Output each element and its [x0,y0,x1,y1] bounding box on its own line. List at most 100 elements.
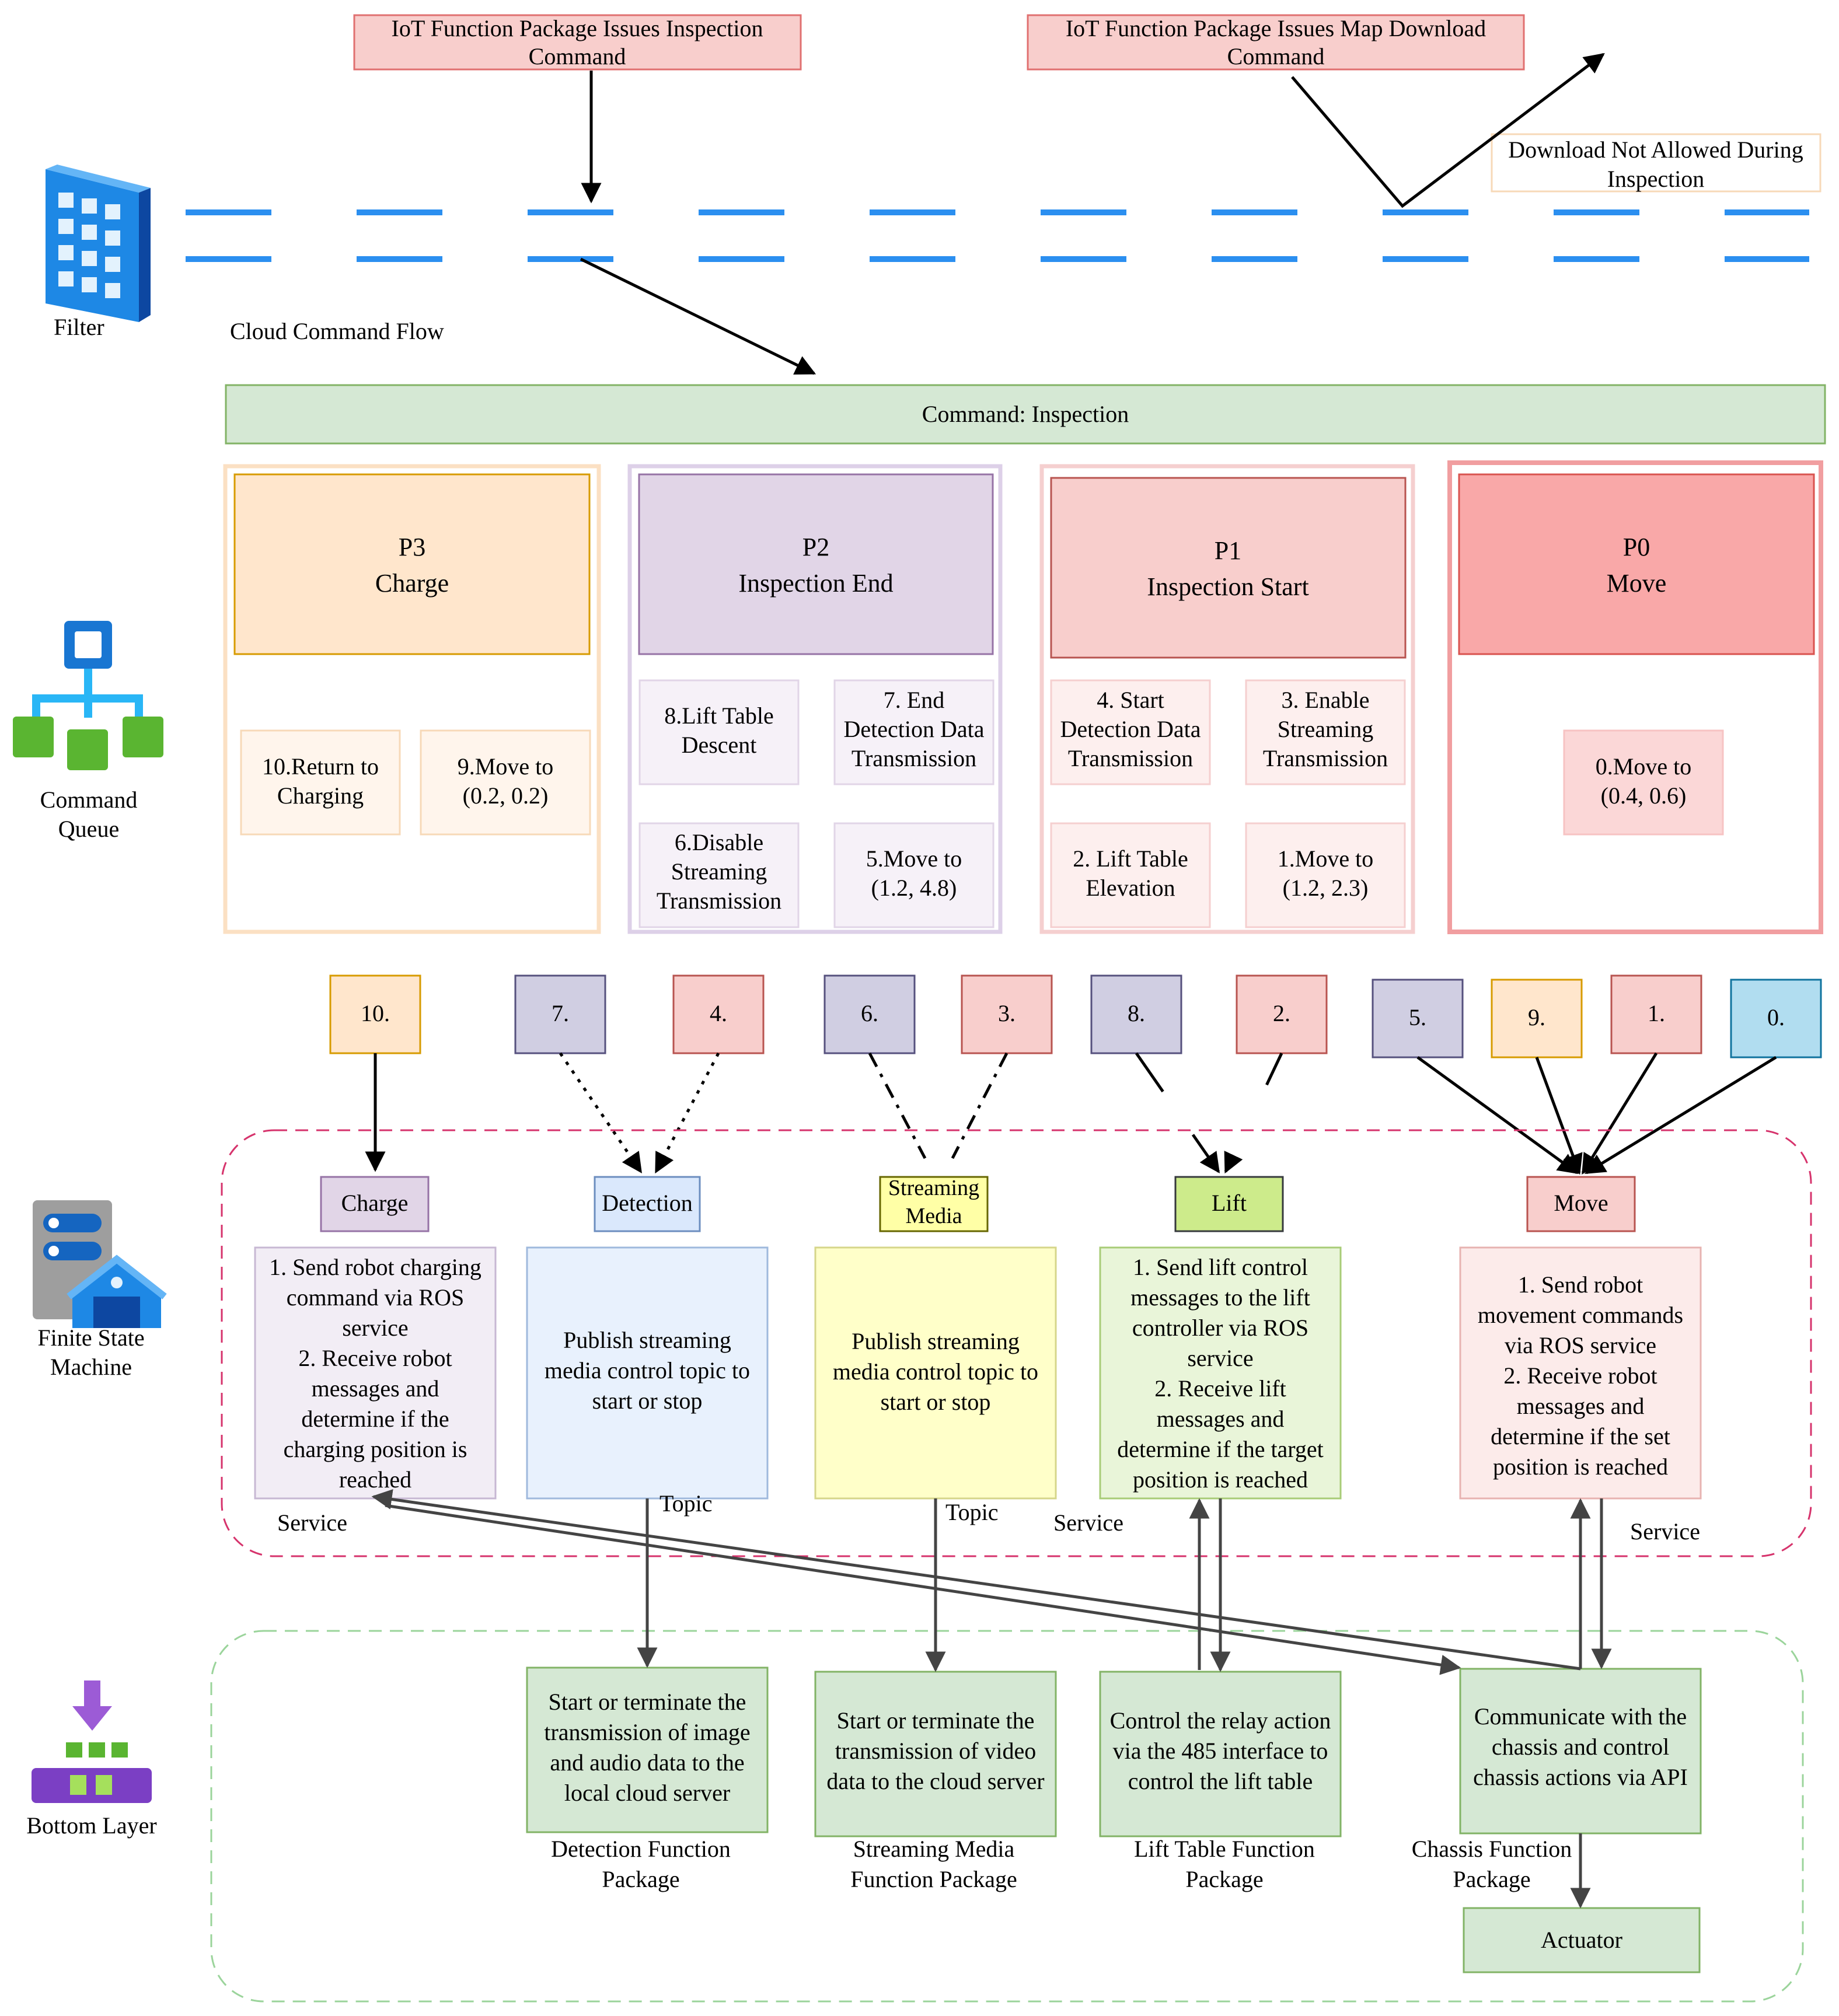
download-blocked-line2: Inspection [1607,166,1705,192]
p2-step-lift-descent [638,679,800,785]
svg-text:1.: 1. [1648,1000,1665,1026]
lift-service-label: Service [1053,1510,1123,1536]
svg-text:media control topic to: media control topic to [833,1358,1038,1385]
svg-text:and audio data to the: and audio data to the [550,1749,744,1776]
state-charge-label [320,1176,430,1232]
svg-text:2. Lift Table: 2. Lift Table [1073,845,1188,872]
lift-package-caption-2: Package [1185,1866,1263,1892]
building-icon [46,165,151,322]
token-7 [514,974,606,1054]
inspection-command-line2: Command [529,43,626,69]
bottom-detection-box: Start or terminate the transmission of i… [526,1666,769,1833]
fsm-label-line2: Machine [50,1354,132,1380]
state-lift-box: 1. Send lift control messages to the lif… [1099,1246,1342,1500]
svg-text:Elevation: Elevation [1086,875,1175,901]
svg-text:10.Return to: 10.Return to [262,753,379,780]
queue-p1-inspection-start: P1 Inspection Start 4. Start Detection D… [1039,464,1415,934]
svg-text:(1.2, 4.8): (1.2, 4.8) [871,875,957,901]
svg-text:6.: 6. [861,1000,878,1026]
p0-step-move [1563,729,1724,836]
p3-priority: P3 [399,533,425,561]
p3-step-move [420,729,591,836]
svg-text:7.: 7. [552,1000,569,1026]
svg-text:Transmission: Transmission [1263,745,1388,771]
token-3 [961,974,1053,1054]
svg-text:messages and: messages and [1157,1406,1285,1432]
svg-text:Charging: Charging [277,782,364,809]
server-icon [33,1200,167,1328]
p1-step-lift-elevation [1050,822,1211,928]
filter-layer-label: Filter [54,314,104,340]
cloud-command-flow-lines [186,209,1809,262]
svg-text:start or stop: start or stop [881,1389,991,1415]
p2-step-disable-streaming [638,822,800,928]
fsm-bottom-connectors [371,1489,1612,1909]
token-9 [1491,979,1583,1058]
svg-text:control the lift table: control the lift table [1128,1768,1313,1794]
p0-priority: P0 [1623,533,1650,561]
svg-text:local cloud server: local cloud server [564,1780,730,1806]
lift-package-caption-1: Lift Table Function [1134,1836,1315,1862]
svg-text:Lift: Lift [1212,1190,1247,1216]
svg-text:Streaming: Streaming [671,858,767,885]
chassis-package-caption-2: Package [1453,1866,1530,1892]
svg-text:Charge: Charge [341,1190,409,1216]
p2-step-move [833,822,994,928]
svg-text:1. Send robot charging: 1. Send robot charging [269,1254,481,1280]
svg-text:8.Lift Table: 8.Lift Table [664,703,774,729]
state-streaming-label [879,1176,989,1232]
svg-text:service: service [342,1315,408,1341]
bottom-lift-box: Control the relay action via the 485 int… [1099,1671,1342,1837]
svg-text:Media: Media [905,1204,962,1228]
chassis-package-caption-1: Chassis Function [1412,1836,1572,1862]
svg-text:1.Move to: 1.Move to [1278,845,1373,872]
map-download-rejected-arrow [1291,53,1605,208]
state-headers: Charge Detection Streaming Media Lift Mo… [320,1176,1636,1232]
command-queue-label-line1: Command [40,787,138,813]
svg-text:Control the relay action: Control the relay action [1110,1707,1331,1734]
svg-text:Transmission: Transmission [657,888,781,914]
p1-step-enable-streaming [1245,679,1406,785]
streaming-topic-label: Topic [945,1499,999,1525]
svg-text:7. End: 7. End [884,687,944,713]
p1-step-start-detection [1050,679,1211,785]
svg-text:3. Enable: 3. Enable [1281,687,1369,713]
svg-text:(0.4, 0.6): (0.4, 0.6) [1601,782,1687,809]
svg-text:transmission of video: transmission of video [835,1738,1036,1764]
svg-text:Detection Data: Detection Data [1060,716,1201,742]
p2-step-end-detection [833,679,994,785]
svg-text:position is reached: position is reached [1133,1466,1308,1493]
p1-priority: P1 [1215,536,1241,565]
svg-text:9.Move to: 9.Move to [458,753,553,780]
download-blocked-line1: Download Not Allowed During [1508,137,1803,163]
p3-name: Charge [375,569,449,598]
svg-text:Detection Data: Detection Data [844,716,985,742]
state-move-label [1526,1176,1636,1232]
svg-text:data to the cloud server: data to the cloud server [826,1768,1044,1794]
svg-text:8.: 8. [1128,1000,1145,1026]
svg-text:10.: 10. [361,1000,390,1026]
svg-text:2. Receive robot: 2. Receive robot [298,1345,452,1371]
svg-text:determine if the: determine if the [301,1406,449,1432]
inspection-command-box: IoT Function Package Issues Inspection C… [353,14,802,71]
detection-topic-label: Topic [659,1490,713,1517]
svg-text:Detection: Detection [602,1190,693,1216]
svg-text:Actuator: Actuator [1541,1927,1622,1953]
p2-priority: P2 [802,533,829,561]
p1-name: Inspection Start [1147,572,1308,601]
svg-text:chassis actions via API: chassis actions via API [1473,1764,1688,1790]
hierarchy-icon [13,621,163,770]
token-10 [329,974,421,1054]
actuator-box: Actuator [1463,1907,1701,1973]
bottom-chassis-box: Communicate with the chassis and control… [1459,1668,1702,1835]
move-service-label: Service [1630,1518,1700,1545]
command-inspection-bar: Command: Inspection [225,384,1826,445]
streaming-package-caption-2: Function Package [850,1866,1017,1892]
map-download-command-line1: IoT Function Package Issues Map Download [1066,15,1486,41]
svg-text:via the 485 interface to: via the 485 interface to [1113,1738,1328,1764]
svg-text:0.Move to: 0.Move to [1596,753,1691,780]
svg-text:0.: 0. [1767,1004,1785,1030]
state-lift-label [1174,1176,1284,1232]
token-2 [1236,974,1328,1054]
